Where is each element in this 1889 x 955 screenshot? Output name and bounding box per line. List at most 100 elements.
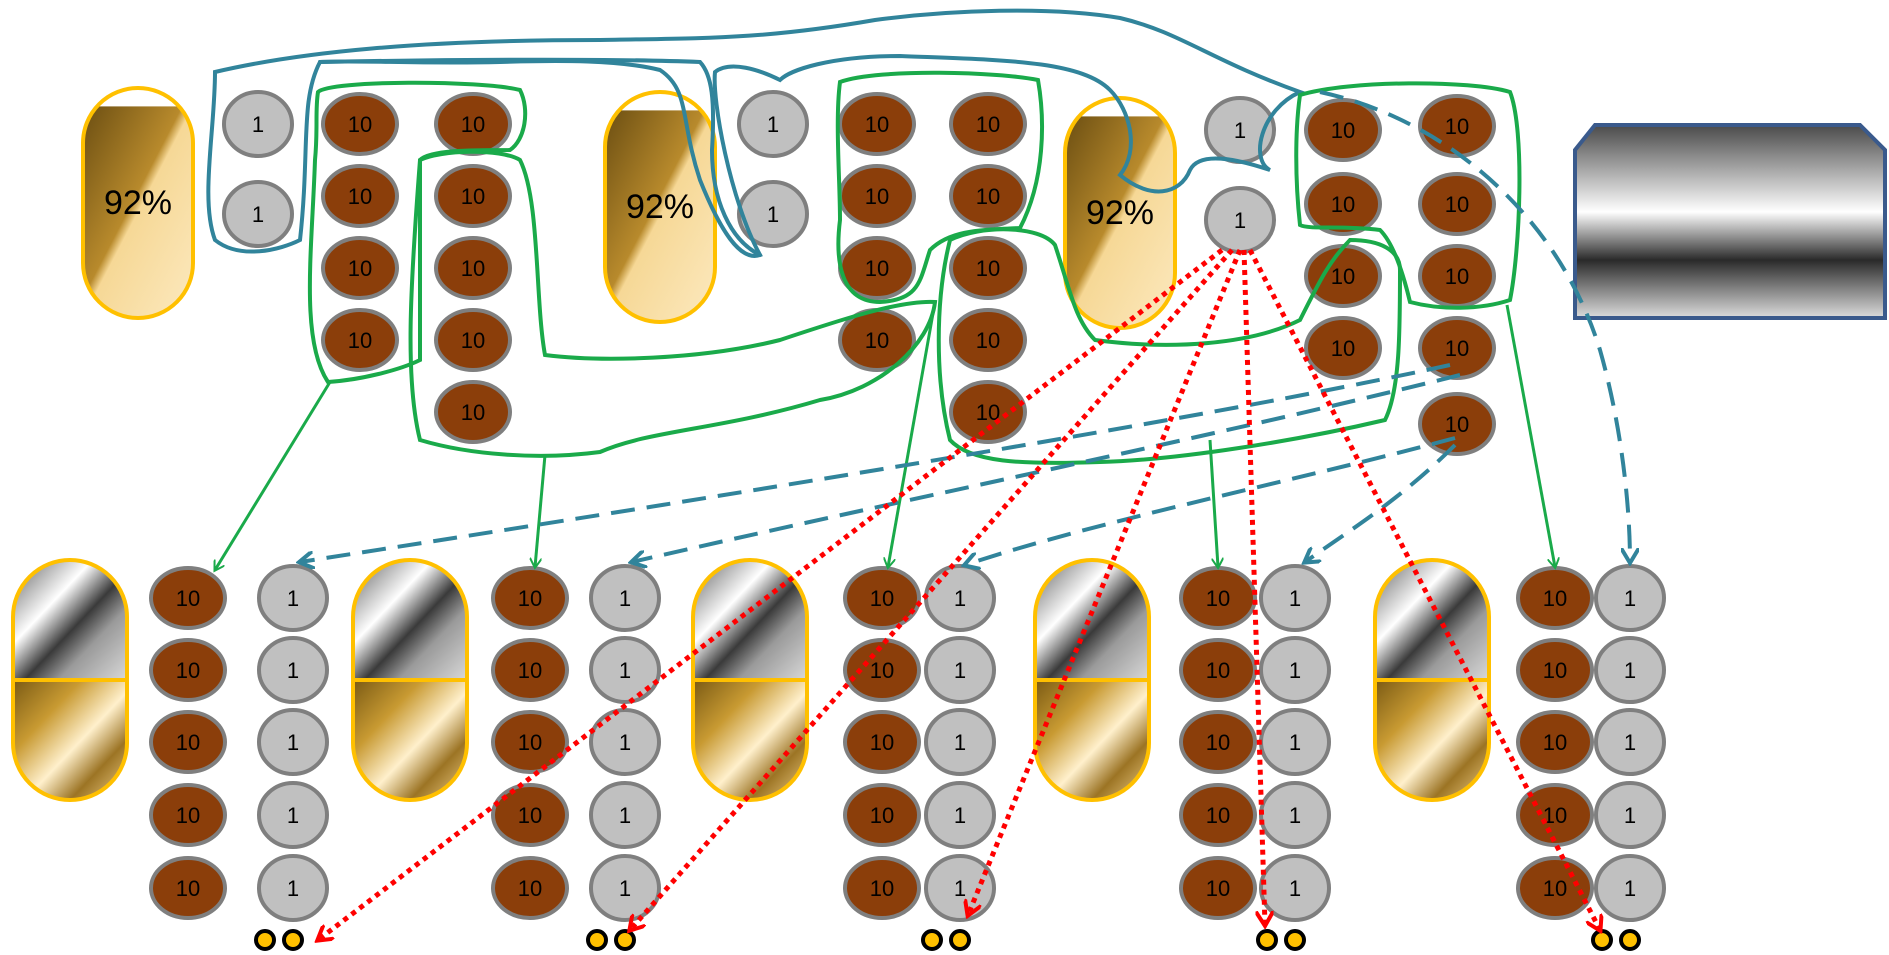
ten-coin-value: 10 — [1543, 730, 1567, 755]
ten-coin-value: 10 — [461, 256, 485, 281]
one-coin-value: 1 — [619, 803, 631, 828]
green-outline-c — [835, 70, 1044, 305]
one-coin: 1 — [1594, 564, 1666, 632]
ten-coin: 10 — [1418, 244, 1496, 308]
ten-coin: 10 — [949, 164, 1027, 228]
ten-coin-value: 10 — [1445, 412, 1469, 437]
one-coin: 1 — [737, 90, 809, 158]
capsule-gold-half — [13, 680, 127, 800]
blue-outline-2 — [318, 57, 762, 257]
ten-coin: 10 — [1179, 638, 1257, 702]
ten-coin-value: 10 — [865, 256, 889, 281]
ten-coin-shape — [1418, 392, 1496, 456]
ten-coin-value: 10 — [1331, 336, 1355, 361]
one-coin-shape — [1594, 781, 1666, 849]
one-coin-shape — [737, 90, 809, 158]
blue-group-outlines — [206, 8, 1306, 258]
ten-coin-shape — [1179, 783, 1257, 847]
ten-coin-shape — [321, 236, 399, 300]
ten-coin: 10 — [838, 92, 916, 156]
ten-coin-value: 10 — [870, 658, 894, 683]
one-coin-value: 1 — [1624, 586, 1636, 611]
one-coin: 1 — [1594, 781, 1666, 849]
one-coin: 1 — [222, 90, 294, 158]
ten-coin-shape — [434, 308, 512, 372]
ten-coin: 10 — [491, 856, 569, 920]
ten-coin-value: 10 — [348, 256, 372, 281]
one-coin: 1 — [1259, 708, 1331, 776]
ten-coin: 10 — [949, 92, 1027, 156]
one-coin-value: 1 — [767, 112, 779, 137]
one-coin: 1 — [589, 564, 661, 632]
ten-coin: 10 — [838, 308, 916, 372]
ten-coin-shape — [1516, 856, 1594, 920]
ten-coin: 10 — [1516, 856, 1594, 920]
one-coin-shape — [737, 180, 809, 248]
ten-coin-value: 10 — [1543, 803, 1567, 828]
capsule-silver-half — [13, 560, 127, 680]
ten-coin: 10 — [838, 164, 916, 228]
ten-coin-value: 10 — [1206, 876, 1230, 901]
ten-coin: 10 — [491, 783, 569, 847]
one-coin-shape — [257, 854, 329, 922]
one-coin-value: 1 — [252, 112, 264, 137]
dot — [921, 929, 943, 951]
capsule-outline — [351, 558, 469, 802]
ten-coin-shape — [843, 710, 921, 774]
ten-coin: 10 — [491, 710, 569, 774]
ten-coin: 10 — [1179, 783, 1257, 847]
ten-coin-value: 10 — [1445, 114, 1469, 139]
ten-coin-shape — [1179, 856, 1257, 920]
ten-coin-value: 10 — [176, 658, 200, 683]
capsule-outline — [1033, 558, 1151, 802]
one-coin-shape — [257, 636, 329, 704]
ten-coin: 10 — [149, 856, 227, 920]
percentage-capsule: 92% — [603, 90, 717, 324]
ten-coin-shape — [1304, 316, 1382, 380]
ten-coin: 10 — [321, 92, 399, 156]
ten-coin: 10 — [491, 566, 569, 630]
ten-coin: 10 — [1179, 710, 1257, 774]
ten-coin: 10 — [434, 92, 512, 156]
ten-coin: 10 — [949, 308, 1027, 372]
capsule-outline — [1373, 558, 1491, 802]
ten-coin-shape — [949, 92, 1027, 156]
blue-dashed-arrow-2 — [632, 373, 1461, 562]
one-coin: 1 — [222, 180, 294, 248]
one-coin: 1 — [589, 708, 661, 776]
ten-coin: 10 — [1418, 172, 1496, 236]
ten-coin-value: 10 — [1543, 658, 1567, 683]
one-coin: 1 — [924, 564, 996, 632]
ten-coin-shape — [1418, 316, 1496, 380]
one-coin-value: 1 — [1234, 208, 1246, 233]
ten-coin: 10 — [843, 710, 921, 774]
one-coin-shape — [1594, 636, 1666, 704]
one-coin-shape — [1259, 564, 1331, 632]
ten-coin-value: 10 — [176, 730, 200, 755]
one-coin: 1 — [1259, 781, 1331, 849]
ten-coin-shape — [149, 783, 227, 847]
ten-coin-value: 10 — [865, 328, 889, 353]
green-arrow-4 — [1208, 439, 1218, 567]
one-coin-value: 1 — [619, 730, 631, 755]
ten-coin: 10 — [843, 638, 921, 702]
green-group-outlines — [307, 70, 1522, 465]
ten-coin-shape — [1304, 98, 1382, 162]
ten-coin: 10 — [843, 783, 921, 847]
bottom-area: 1010101010111111010101010111111010101010… — [11, 558, 1666, 951]
ten-coin-value: 10 — [176, 586, 200, 611]
one-coin-value: 1 — [287, 586, 299, 611]
top-coins: 1110101010101010101011101010101010101010… — [222, 90, 1496, 456]
ten-coin-shape — [1516, 638, 1594, 702]
ten-coin: 10 — [1516, 783, 1594, 847]
one-coin-value: 1 — [1234, 118, 1246, 143]
capsule-silver-half — [1035, 560, 1149, 680]
ten-coin: 10 — [1516, 566, 1594, 630]
one-coin-shape — [1259, 854, 1331, 922]
green-outline-a — [307, 80, 528, 385]
one-coin: 1 — [257, 636, 329, 704]
one-coin-value: 1 — [954, 803, 966, 828]
capsule-silver-half — [353, 560, 467, 680]
dot — [949, 929, 971, 951]
